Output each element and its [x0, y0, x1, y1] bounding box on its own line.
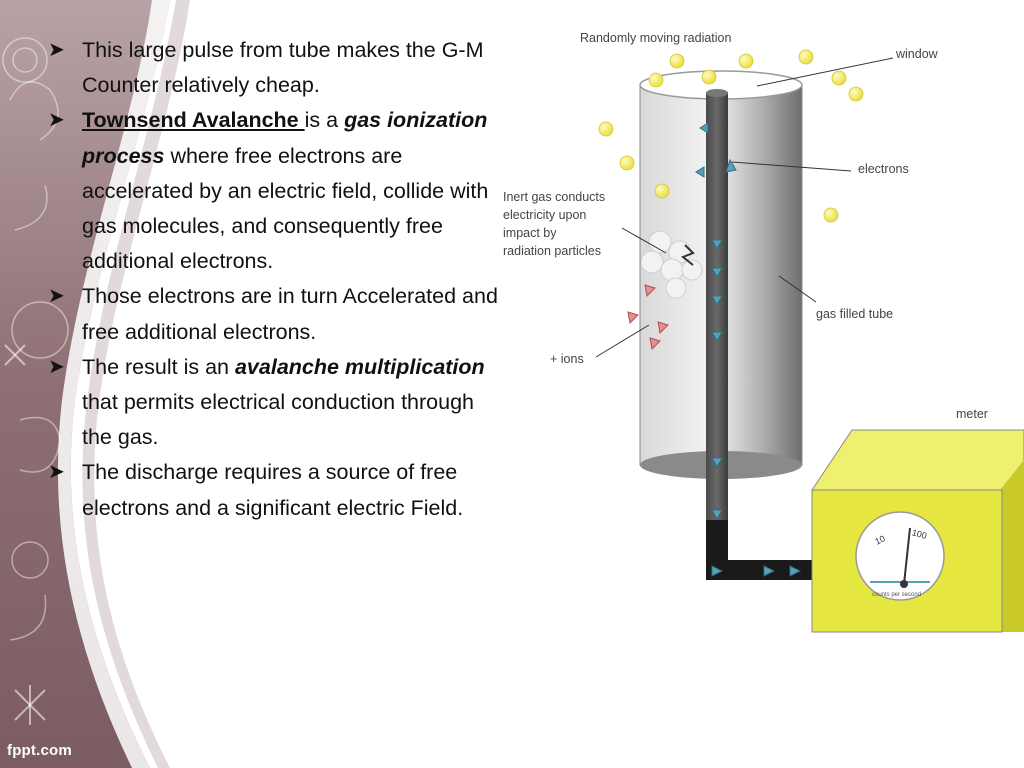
dial-label-100: 100	[911, 527, 928, 541]
bullet-item: ➤ Townsend Avalanche is a gas ionization…	[46, 103, 506, 279]
label-inert-gas-4: radiation particles	[503, 244, 601, 258]
label-gas-tube: gas filled tube	[816, 307, 893, 321]
arrow-bullet-icon: ➤	[48, 355, 65, 378]
label-inert-gas-3: impact by	[503, 226, 557, 240]
bullet-text: that permits electrical conduction throu…	[82, 390, 474, 450]
ion-markers	[627, 284, 669, 351]
label-ions: + ions	[550, 352, 584, 366]
label-meter: meter	[956, 407, 988, 421]
bullet-text: where free electrons are accelerated by …	[82, 143, 489, 274]
term-avalanche-multiplication: avalanche multiplication	[234, 354, 485, 379]
meter-box: 10 100 counts per second	[811, 429, 1024, 633]
arrow-bullet-icon: ➤	[48, 285, 65, 308]
dial-label-10: 10	[873, 533, 886, 546]
bullet-text: The discharge requires a source of free …	[82, 460, 464, 520]
bullet-text: The result is an	[82, 354, 235, 379]
meter-dial	[855, 511, 945, 601]
label-inert-gas-1: Inert gas conducts	[503, 190, 605, 204]
bullet-item: ➤ Those electrons are in turn Accelerate…	[46, 279, 506, 349]
label-electrons: electrons	[858, 162, 909, 176]
dial-counts-label: counts per second	[872, 592, 921, 598]
term-townsend-avalanche: Townsend Avalanche	[82, 108, 305, 133]
arrow-bullet-icon: ➤	[48, 39, 65, 61]
label-radiation: Randomly moving radiation	[580, 31, 732, 45]
bullet-text: Those electrons are in turn Accelerated …	[82, 284, 498, 344]
bullet-text: This large pulse from tube makes the G-M…	[82, 38, 484, 98]
label-inert-gas-2: electricity upon	[503, 208, 586, 222]
bullet-item: ➤ The discharge requires a source of fre…	[46, 455, 506, 525]
anode-wire	[706, 89, 812, 580]
footer-brand: fppt.com	[7, 742, 72, 759]
collision-spark-icon	[681, 244, 695, 266]
bullet-item: ➤ The result is an avalanche multiplicat…	[46, 350, 506, 456]
leader-lines	[595, 57, 894, 358]
radiation-particles	[598, 49, 864, 223]
electron-markers	[695, 122, 802, 577]
arrow-bullet-icon: ➤	[48, 461, 65, 484]
bullet-list: ➤ This large pulse from tube makes the G…	[46, 33, 506, 526]
term-gas-ionization: gas ionization process	[82, 108, 488, 168]
bullet-text: is a	[304, 108, 345, 133]
label-window: window	[895, 47, 939, 61]
bullet-item: ➤ This large pulse from tube makes the G…	[46, 33, 506, 103]
meter-needle-icon	[903, 527, 911, 585]
geiger-counter-diagram: Randomly moving radiation window electro…	[503, 31, 1024, 633]
arrow-bullet-icon: ➤	[48, 109, 65, 132]
